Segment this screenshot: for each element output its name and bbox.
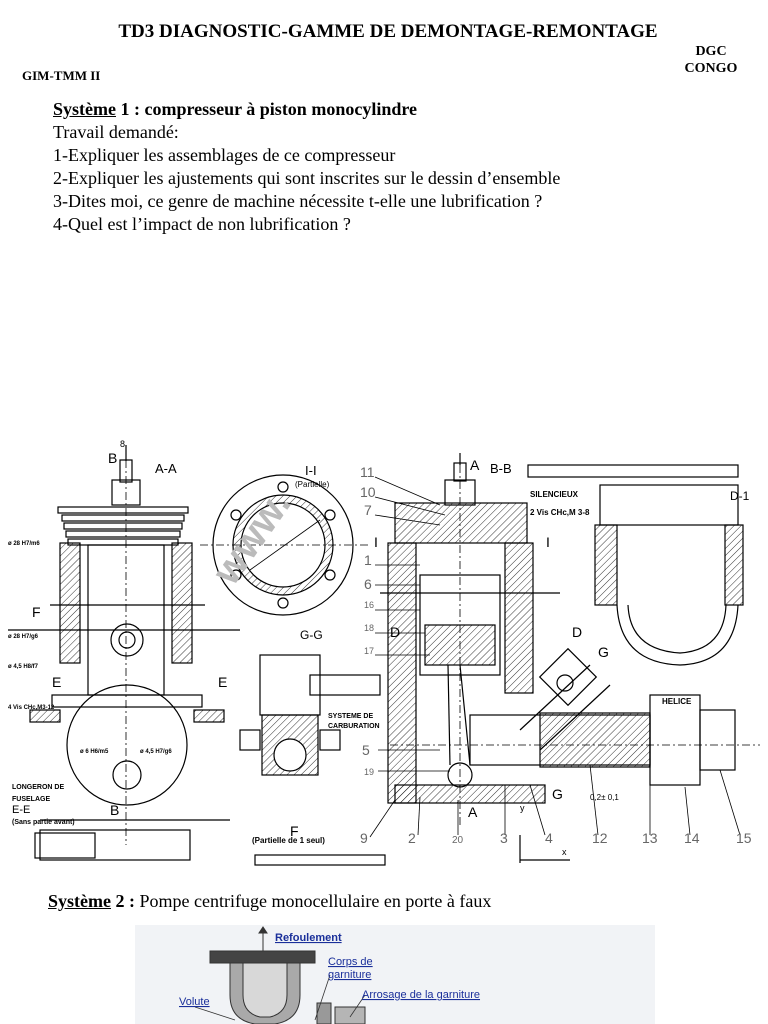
- marker-g-top: G: [598, 644, 609, 660]
- question-1: 1-Expliquer les assemblages de ce compre…: [53, 145, 396, 165]
- label-section-d: D-1: [730, 489, 750, 503]
- label-section-aa: A-A: [155, 461, 177, 476]
- label-arrosage: Arrosage de la garniture: [362, 989, 480, 1001]
- marker-d-left: D: [390, 624, 400, 640]
- item-number: 20: [452, 835, 464, 846]
- item-number: 7: [364, 502, 372, 518]
- item-number: 1: [364, 552, 372, 568]
- marker-a-top: A: [470, 457, 480, 473]
- fit-label-5: ø 6 H6/m5: [80, 749, 109, 755]
- marker-i-right: I: [546, 534, 550, 550]
- question-2: 2-Expliquer les ajustements qui sont ins…: [53, 168, 561, 188]
- axis-x-label: x: [562, 847, 567, 857]
- label-corps-2: garniture: [328, 969, 371, 981]
- organization-line-2: CONGO: [684, 61, 738, 76]
- marker-e-right: E: [218, 674, 227, 690]
- marker-b-bottom: B: [110, 802, 119, 818]
- system1-title: 1 : compresseur à piston monocylindre: [115, 99, 417, 119]
- marker-g-bottom: G: [552, 786, 563, 802]
- label-section-ee: E-E: [12, 804, 30, 816]
- label-section-bb: B-B: [490, 461, 512, 476]
- document-title: TD3 DIAGNOSTIC-GAMME DE DEMONTAGE-REMONT…: [118, 21, 658, 42]
- class-code: GIM-TMM II: [22, 68, 101, 83]
- marker-a-bottom: A: [468, 804, 478, 820]
- label-longeron-2: FUSELAGE: [12, 796, 50, 803]
- system1-label: Système: [53, 99, 116, 119]
- item-number: 9: [360, 830, 368, 846]
- pump-drawing: Refoulement Corps de garniture Arrosage …: [135, 925, 655, 1024]
- item-number: 12: [592, 830, 608, 846]
- fit-label-1: ø 28 H7/m6: [8, 541, 40, 547]
- label-helice: HELICE: [662, 697, 692, 706]
- item-number: 14: [684, 830, 700, 846]
- label-f-partielle: (Partielle de 1 seul): [252, 836, 325, 845]
- system2-heading: Système 2 : Pompe centrifuge monocellula…: [48, 891, 491, 912]
- view-ii-drawing: [200, 474, 370, 616]
- label-refoulement: Refoulement: [275, 932, 342, 944]
- item-number: 16: [364, 600, 374, 610]
- view-bb-drawing: [380, 453, 760, 825]
- label-longeron-1: LONGERON DE: [12, 784, 64, 791]
- marker-b-top: B: [108, 450, 117, 466]
- item-number: 3: [500, 830, 508, 846]
- item-number: 4: [545, 830, 553, 846]
- fit-label-2: ø 28 H7/g6: [8, 634, 39, 640]
- fit-label-6: ø 4,5 H7/g6: [140, 749, 172, 755]
- label-systeme-1: SYSTEME DE: [328, 713, 373, 720]
- label-section-ii: I-I: [305, 463, 317, 478]
- label-sans-partie: (Sans partie avant): [12, 819, 75, 826]
- fit-label-4: 4 Vis CHc,M3-12: [8, 705, 55, 711]
- item-number: 11: [360, 464, 375, 480]
- axis-y-label: y: [520, 803, 525, 813]
- system2-title: Pompe centrifuge monocellulaire en porte…: [134, 891, 492, 911]
- item-number: 6: [364, 576, 372, 592]
- view-gg-drawing: [239, 654, 381, 776]
- item-number: 13: [642, 830, 658, 846]
- marker-f-bottom: F: [290, 823, 299, 839]
- system2-number: 2 :: [110, 891, 135, 911]
- system1-heading: Système 1 : compresseur à piston monocyl…: [53, 99, 417, 120]
- work-label: Travail demandé:: [53, 122, 179, 142]
- label-volute: Volute: [179, 996, 210, 1008]
- question-4: 4-Quel est l’impact de non lubrification…: [53, 214, 351, 234]
- item-number: 15: [736, 830, 752, 846]
- label-partielle: (Partielle): [295, 480, 330, 489]
- item-number: 18: [364, 623, 374, 633]
- label-cote: 0,2± 0,1: [590, 793, 619, 802]
- marker-d-right: D: [572, 624, 582, 640]
- marker-e-left: E: [52, 674, 61, 690]
- marker-i-left: I: [374, 534, 378, 550]
- item-number: 17: [364, 646, 374, 656]
- label-systeme-2: CARBURATION: [328, 723, 380, 730]
- question-3: 3-Dites moi, ce genre de machine nécessi…: [53, 191, 543, 211]
- compressor-assembly-drawing: www. A-A I-I (Partielle) B-B SILENCIEUX …: [8, 439, 760, 866]
- label-vis: 2 Vis CHc,M 3-8: [530, 508, 590, 517]
- label-silencieux: SILENCIEUX: [530, 490, 579, 499]
- label-section-gg: G-G: [300, 628, 323, 642]
- view-d-drawing: [527, 464, 744, 666]
- item-number: 5: [362, 742, 370, 758]
- fit-label-3: ø 4,5 H8/f7: [8, 664, 39, 670]
- item-number: 10: [360, 484, 376, 500]
- item-number: 2: [408, 830, 416, 846]
- item-number: 8: [120, 439, 125, 449]
- system2-label: Système: [48, 891, 111, 911]
- organization-line-1: DGC: [695, 44, 727, 59]
- label-corps-1: Corps de: [328, 956, 373, 968]
- view-aa-drawing: [8, 445, 240, 861]
- organization-block: DGC CONGO: [682, 43, 740, 77]
- marker-f-left: F: [32, 604, 41, 620]
- item-number: 19: [364, 767, 374, 777]
